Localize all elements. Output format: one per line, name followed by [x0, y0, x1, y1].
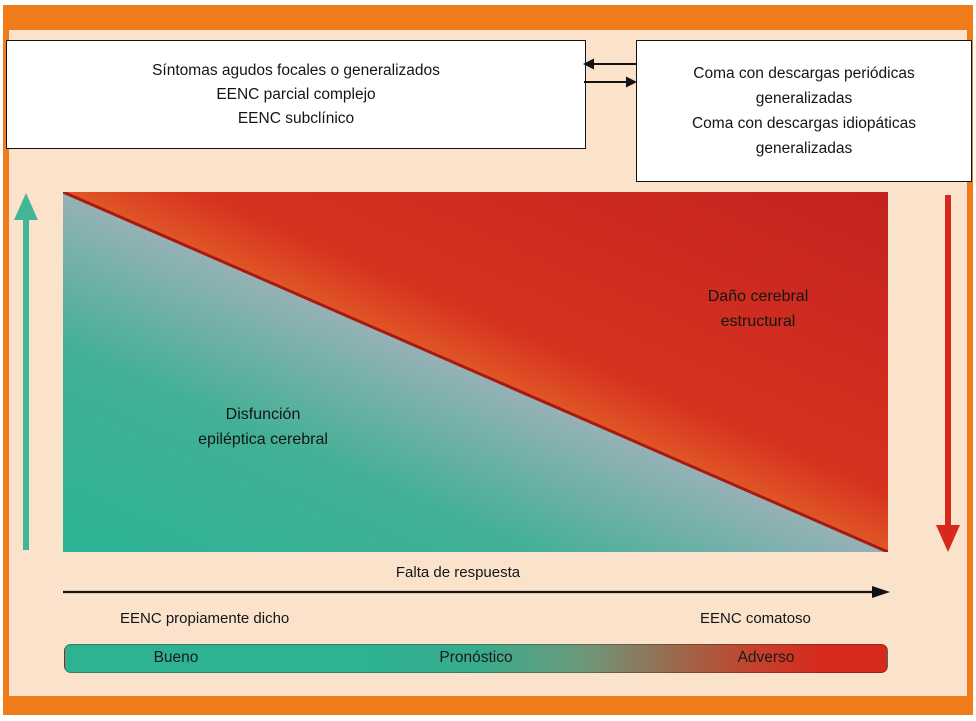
bidirectional-arrows-icon — [583, 58, 637, 88]
box-line: EENC subclínico — [237, 109, 355, 127]
box-coma-discharges: Coma con descargas periódicas generaliza… — [636, 40, 972, 182]
epileptic-dysfunction-label: Disfunción epiléptica cerebral — [198, 406, 328, 448]
prognosis-adverse-label: Adverso — [737, 649, 795, 666]
prognosis-title-label: Pronóstico — [439, 649, 513, 666]
prognosis-gradient-bar: Bueno Pronóstico Adverso — [64, 644, 888, 673]
box-line: Coma con descargas periódicas — [693, 65, 915, 82]
axis-label-eenc-comatose: EENC comatoso — [700, 610, 811, 627]
gradient-rectangle-graphic — [63, 192, 888, 552]
box-acute-symptoms: Síntomas agudos focales o generalizados … — [6, 40, 586, 149]
axis-label-eenc-proper: EENC propiamente dicho — [120, 610, 290, 627]
response-axis-title: Falta de respuesta — [395, 564, 521, 581]
teal-up-arrow-icon — [14, 193, 38, 550]
prognosis-good-label: Bueno — [153, 649, 199, 666]
response-axis-arrow-icon — [63, 586, 890, 598]
structural-damage-label: Daño cerebral estructural — [707, 288, 809, 330]
box-line: Síntomas agudos focales o generalizados — [152, 61, 440, 79]
box-line: generalizadas — [755, 90, 853, 107]
red-down-arrow-icon — [936, 195, 960, 552]
box-line: EENC parcial complejo — [216, 85, 376, 103]
box-line: generalizadas — [755, 140, 853, 157]
gradient-rectangle: Daño cerebral estructural Disfunción epi… — [63, 192, 888, 552]
box-line: Coma con descargas idiopáticas — [691, 115, 916, 132]
